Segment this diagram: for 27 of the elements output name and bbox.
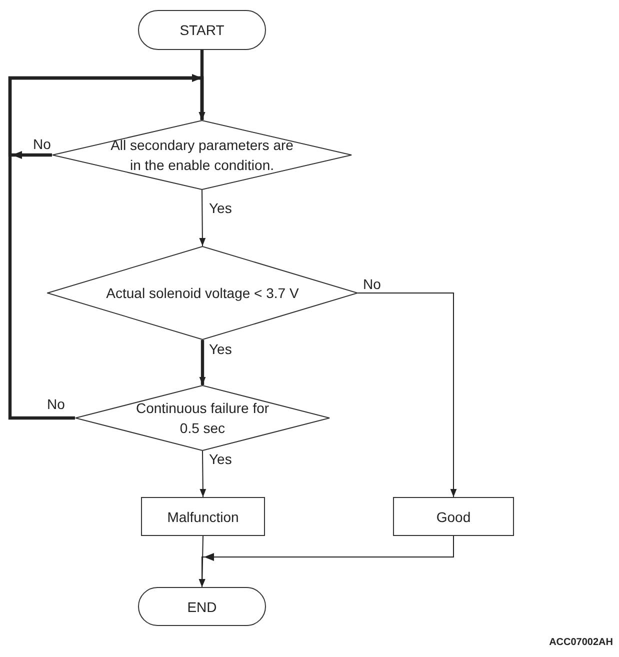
- arrow: [200, 450, 206, 498]
- process-box: [393, 497, 514, 536]
- arrow: [8, 76, 206, 420]
- arrow: [199, 340, 206, 385]
- node-text: Good: [435, 508, 472, 526]
- edge-label: No: [32, 136, 52, 152]
- node-text: Actual solenoid voltage < 3.7 V: [105, 284, 300, 303]
- terminal-pill: [138, 10, 266, 50]
- node-text: Continuous failure for 0.5 sec: [134, 399, 270, 438]
- figure-code: ACC07002AH: [549, 637, 613, 648]
- node-text: Malfunction: [166, 508, 240, 526]
- arrow: [199, 190, 206, 246]
- arrow: [198, 536, 454, 588]
- node-text: START: [178, 21, 226, 40]
- decision-diamond: [75, 385, 330, 451]
- edge-label: No: [362, 276, 382, 292]
- process-box: [141, 497, 265, 536]
- edge-label: Yes: [208, 451, 233, 467]
- node-text: END: [186, 598, 218, 616]
- node-text: All secondary parameters are in the enable condition.: [110, 136, 294, 175]
- arrow: [358, 292, 457, 498]
- decision-diamond: [47, 246, 358, 340]
- edge-label: Yes: [208, 341, 233, 357]
- edge-label: Yes: [208, 200, 233, 216]
- edge-label: No: [46, 396, 66, 412]
- decision-diamond: [52, 120, 352, 190]
- terminal-pill: [138, 587, 266, 626]
